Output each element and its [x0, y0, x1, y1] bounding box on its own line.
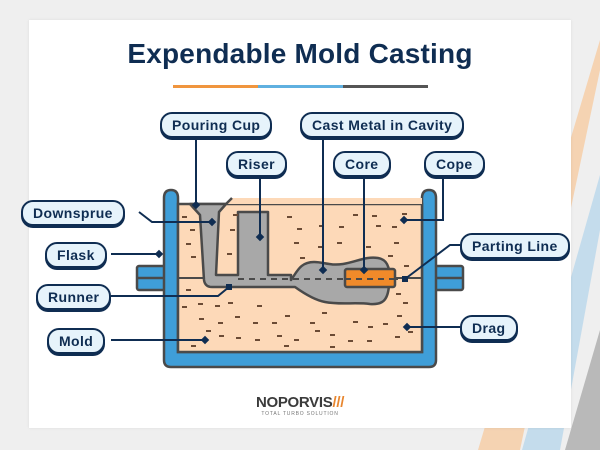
logo-tagline: TOTAL TURBO SOLUTION [261, 411, 339, 417]
flask [162, 188, 438, 369]
title-underline-blue [258, 85, 343, 88]
label-parting-line: Parting Line [460, 233, 570, 259]
label-mold: Mold [47, 328, 106, 354]
title-underline-orange [173, 85, 258, 88]
leader-runner [111, 286, 230, 297]
logo-slashes-icon: /// [332, 394, 345, 411]
label-core: Core [333, 151, 391, 177]
logo: NOPORVIS/// [0, 394, 600, 411]
label-riser: Riser [226, 151, 288, 177]
label-drag: Drag [460, 315, 518, 341]
label-runner: Runner [36, 284, 112, 310]
label-flask: Flask [45, 242, 107, 268]
label-pouring-cup: Pouring Cup [160, 112, 273, 138]
logo-name: NOPORVIS [255, 394, 333, 411]
leader-parting-line [404, 244, 460, 280]
label-downsprue: Downsprue [21, 200, 125, 226]
page-title: Expendable Mold Casting [127, 38, 473, 69]
leader-cope [404, 173, 444, 221]
label-cope: Cope [424, 151, 485, 177]
flask-handle-right [433, 264, 465, 292]
sand-specks [182, 213, 413, 348]
leader-downsprue [138, 211, 212, 223]
title-underline-gray [343, 85, 428, 88]
flask-handle-left [135, 264, 167, 292]
label-cast-metal-in-cavity: Cast Metal in Cavity [300, 112, 465, 138]
